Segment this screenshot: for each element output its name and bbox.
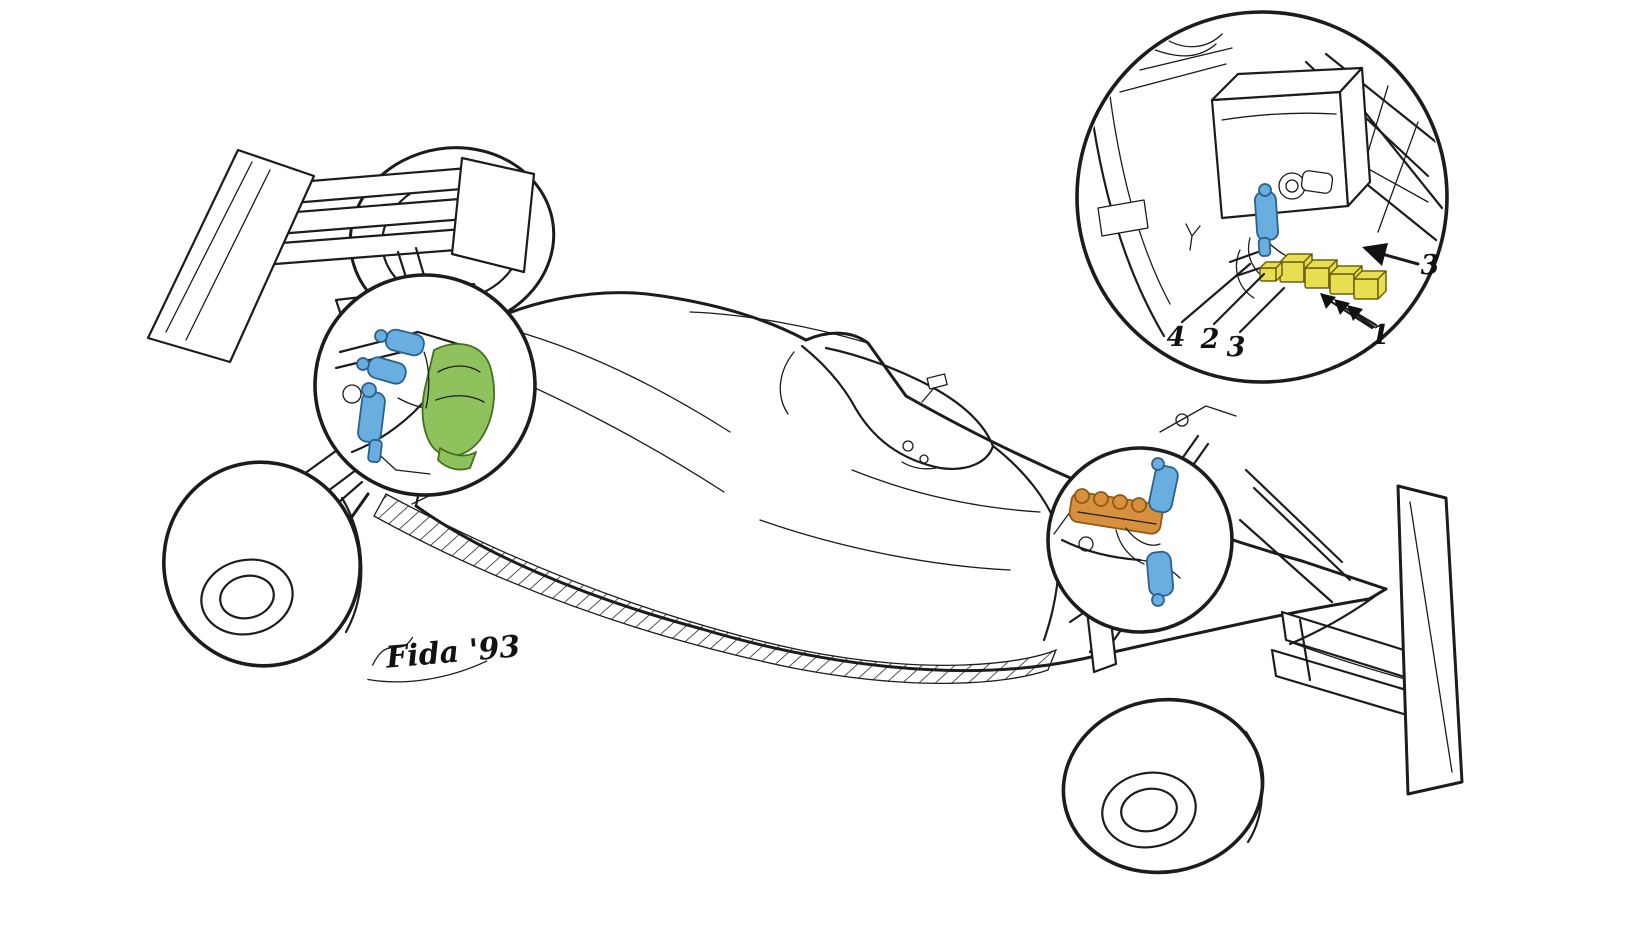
rear-wheel-rim — [200, 558, 294, 636]
hydraulic-actuators-rear — [356, 328, 425, 464]
front-wing-endplate — [1396, 484, 1464, 796]
callout-arrows — [1180, 243, 1420, 334]
detail-inset: 3 4 2 3 1 — [1075, 10, 1449, 384]
hydraulic-accumulator — [421, 343, 495, 471]
cockpit-fitting — [919, 454, 929, 464]
artist-signature: Fida '93 — [367, 629, 522, 683]
callout-label-3-left: 3 — [1227, 332, 1246, 363]
rear-wing-endplate-left — [146, 148, 316, 364]
servo-valve-blocks — [1259, 253, 1387, 300]
wing-mirror — [921, 373, 948, 403]
hydraulic-actuator-inset — [1253, 183, 1280, 257]
cockpit-fitting — [902, 440, 914, 452]
rear-suspension-zoom — [313, 273, 537, 497]
cockpit-opening — [800, 344, 995, 470]
front-wing — [1270, 484, 1464, 796]
oil-tank — [1210, 66, 1372, 220]
hydraulic-actuators-front — [1145, 457, 1179, 607]
cowl-vent — [1097, 199, 1149, 237]
hydraulic-manifold — [1068, 488, 1164, 535]
windscreen — [779, 351, 795, 415]
front-wheel-rim — [1101, 771, 1197, 849]
front-suspension-zoom — [1046, 446, 1234, 634]
callout-label-3-right: 3 — [1421, 250, 1440, 281]
front-wheel — [1061, 697, 1265, 875]
callout-label-1: 1 — [1371, 320, 1390, 351]
rear-wheel — [162, 460, 363, 668]
floor-shadow-hatch — [373, 493, 1058, 684]
callout-label-4: 4 — [1167, 322, 1186, 353]
zoom-circle-front — [1046, 446, 1234, 634]
rear-wing-endplate-right — [450, 156, 536, 274]
callout-label-2: 2 — [1200, 324, 1220, 355]
signature-text: Fida '93 — [384, 629, 522, 676]
